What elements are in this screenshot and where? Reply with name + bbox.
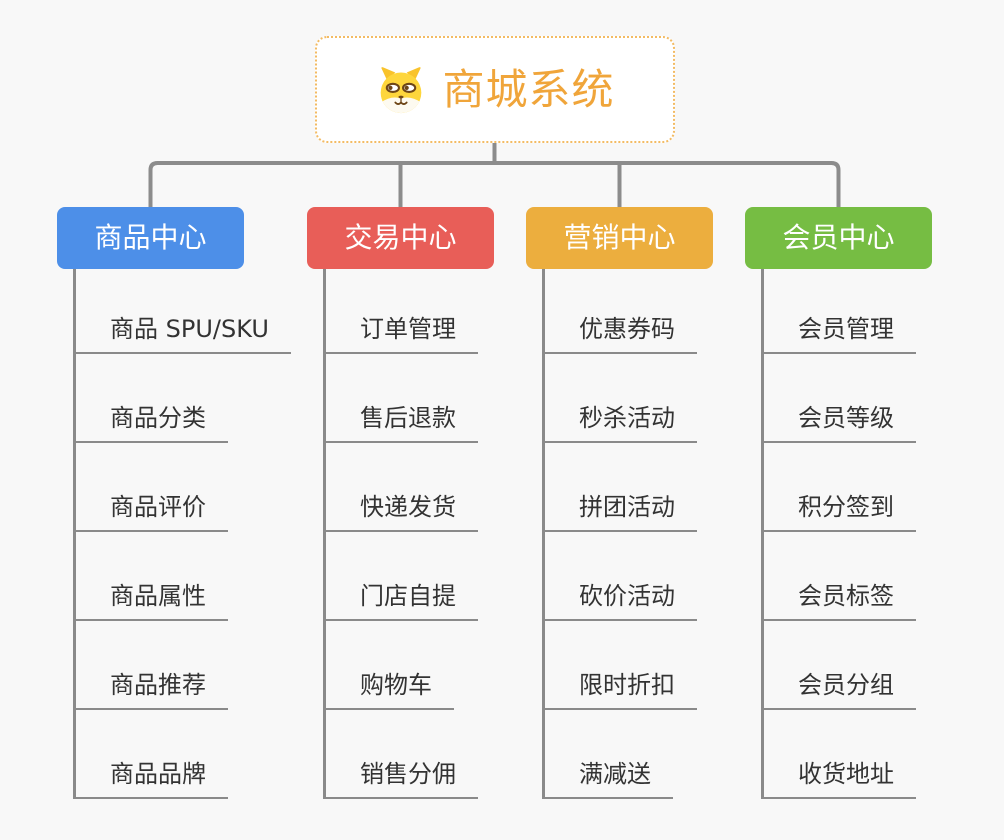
child-topic[interactable]: 商品评价 [76, 443, 244, 532]
child-topic[interactable]: 拼团活动 [545, 443, 713, 532]
branch-trade-center: 交易中心 订单管理 售后退款 快递发货 门店自提 购物车 销售分佣 [307, 207, 494, 799]
dog-icon [381, 67, 422, 114]
branch-children-trade: 订单管理 售后退款 快递发货 门店自提 购物车 销售分佣 [323, 269, 494, 799]
branch-node-member[interactable]: 会员中心 [745, 207, 932, 269]
branch-children-member: 会员管理 会员等级 积分签到 会员标签 会员分组 收货地址 [761, 269, 932, 799]
child-topic[interactable]: 商品分类 [76, 354, 244, 443]
child-topic-label: 积分签到 [764, 493, 916, 532]
child-topic[interactable]: 购物车 [326, 621, 494, 710]
child-topic[interactable]: 商品品牌 [76, 710, 244, 799]
child-topic-label: 砍价活动 [545, 582, 697, 621]
child-topic-label: 秒杀活动 [545, 404, 697, 443]
child-topic[interactable]: 快递发货 [326, 443, 494, 532]
child-topic[interactable]: 商品属性 [76, 532, 244, 621]
child-topic[interactable]: 优惠券码 [545, 269, 713, 354]
child-topic-label: 快递发货 [326, 493, 478, 532]
child-topic-label: 会员标签 [764, 582, 916, 621]
branch-marketing-center: 营销中心 优惠券码 秒杀活动 拼团活动 砍价活动 限时折扣 满减送 [526, 207, 713, 799]
child-topic-label: 商品推荐 [76, 671, 228, 710]
root-node[interactable]: 商城系统 [315, 36, 675, 143]
child-topic-label: 售后退款 [326, 404, 478, 443]
child-topic[interactable]: 销售分佣 [326, 710, 494, 799]
child-topic[interactable]: 商品推荐 [76, 621, 244, 710]
branch-product-center: 商品中心 商品 SPU/SKU 商品分类 商品评价 商品属性 商品推荐 商品品牌 [57, 207, 291, 799]
child-topic[interactable]: 售后退款 [326, 354, 494, 443]
child-topic-label: 会员等级 [764, 404, 916, 443]
child-topic-label: 商品 SPU/SKU [76, 315, 291, 354]
child-topic-label: 门店自提 [326, 582, 478, 621]
child-topic[interactable]: 满减送 [545, 710, 713, 799]
child-topic[interactable]: 砍价活动 [545, 532, 713, 621]
child-topic[interactable]: 积分签到 [764, 443, 932, 532]
bus-line [148, 161, 841, 207]
branch-node-trade[interactable]: 交易中心 [307, 207, 494, 269]
child-topic-label: 会员管理 [764, 315, 916, 354]
branch-node-product[interactable]: 商品中心 [57, 207, 244, 269]
child-topic-label: 满减送 [545, 760, 673, 799]
child-topic-label: 购物车 [326, 671, 454, 710]
branch-member-center: 会员中心 会员管理 会员等级 积分签到 会员标签 会员分组 收货地址 [745, 207, 932, 799]
child-topic-label: 商品属性 [76, 582, 228, 621]
child-topic-label: 商品评价 [76, 493, 228, 532]
child-topic-label: 商品品牌 [76, 760, 228, 799]
child-topic[interactable]: 秒杀活动 [545, 354, 713, 443]
child-topic-label: 限时折扣 [545, 671, 697, 710]
child-topic[interactable]: 会员管理 [764, 269, 932, 354]
child-topic[interactable]: 收货地址 [764, 710, 932, 799]
child-topic-label: 优惠券码 [545, 315, 697, 354]
child-topic[interactable]: 会员标签 [764, 532, 932, 621]
child-topic-label: 收货地址 [764, 760, 916, 799]
child-topic-label: 销售分佣 [326, 760, 478, 799]
child-topic-label: 会员分组 [764, 671, 916, 710]
child-topic-label: 商品分类 [76, 404, 228, 443]
child-topic[interactable]: 门店自提 [326, 532, 494, 621]
child-topic[interactable]: 商品 SPU/SKU [76, 269, 291, 354]
child-topic-label: 订单管理 [326, 315, 478, 354]
connector-group [148, 141, 841, 207]
child-topic[interactable]: 会员分组 [764, 621, 932, 710]
branch-children-marketing: 优惠券码 秒杀活动 拼团活动 砍价活动 限时折扣 满减送 [542, 269, 713, 799]
branch-children-product: 商品 SPU/SKU 商品分类 商品评价 商品属性 商品推荐 商品品牌 [73, 269, 291, 799]
child-topic[interactable]: 订单管理 [326, 269, 494, 354]
branch-node-marketing[interactable]: 营销中心 [526, 207, 713, 269]
child-topic[interactable]: 会员等级 [764, 354, 932, 443]
root-title: 商城系统 [442, 64, 615, 114]
child-topic-label: 拼团活动 [545, 493, 697, 532]
child-topic[interactable]: 限时折扣 [545, 621, 713, 710]
